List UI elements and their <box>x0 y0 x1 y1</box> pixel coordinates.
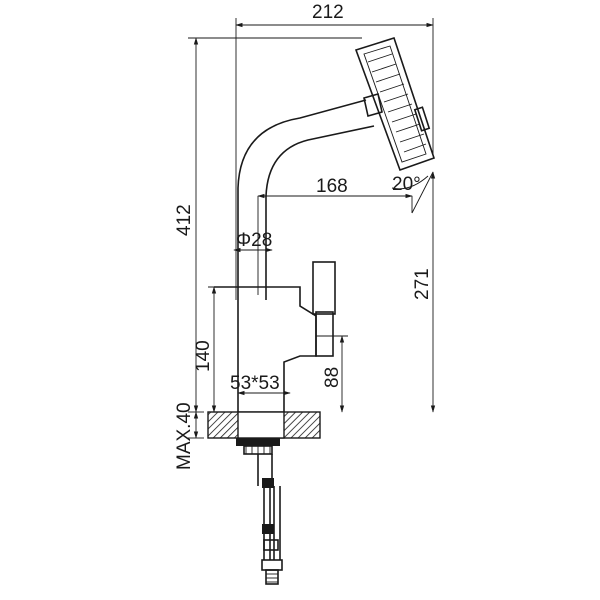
dim-label-overall-height: 412 <box>174 204 195 236</box>
dimension-overall-height: 412 <box>174 37 362 413</box>
dimension-overall-width: 212 <box>235 2 434 300</box>
mounting-nut <box>236 438 280 455</box>
hose-crimp-fittings <box>262 478 279 551</box>
dim-label-spout-reach: 168 <box>316 176 348 197</box>
dim-label-body-diameter: Φ28 <box>236 230 272 251</box>
dim-label-lever-height: 88 <box>322 367 343 388</box>
dim-label-overall-width: 212 <box>312 2 344 23</box>
dim-label-base-size: 53*53 <box>230 373 280 394</box>
faucet-spout-tube <box>237 99 375 287</box>
faucet-spray-head <box>354 37 436 172</box>
hose-end-connectors <box>261 559 283 585</box>
dimension-spray-angle: 20° <box>391 171 434 214</box>
spray-head-grille <box>367 53 427 153</box>
dim-label-spout-height: 271 <box>412 268 433 300</box>
dimension-spout-reach: 168 <box>257 176 413 295</box>
faucet-lever-handle <box>312 261 336 357</box>
dim-label-base-height: 140 <box>193 340 214 372</box>
dim-label-max-deck-thickness: MAX.40 <box>174 402 195 470</box>
dimension-spout-height: 271 <box>412 171 436 413</box>
dimension-lever-height: 88 <box>320 335 348 413</box>
dimension-base-size: 53*53 <box>230 373 291 396</box>
dim-label-spray-angle: 20° <box>392 174 421 195</box>
countertop-section <box>207 411 321 439</box>
dimension-max-deck-thickness: MAX.40 <box>174 402 204 470</box>
